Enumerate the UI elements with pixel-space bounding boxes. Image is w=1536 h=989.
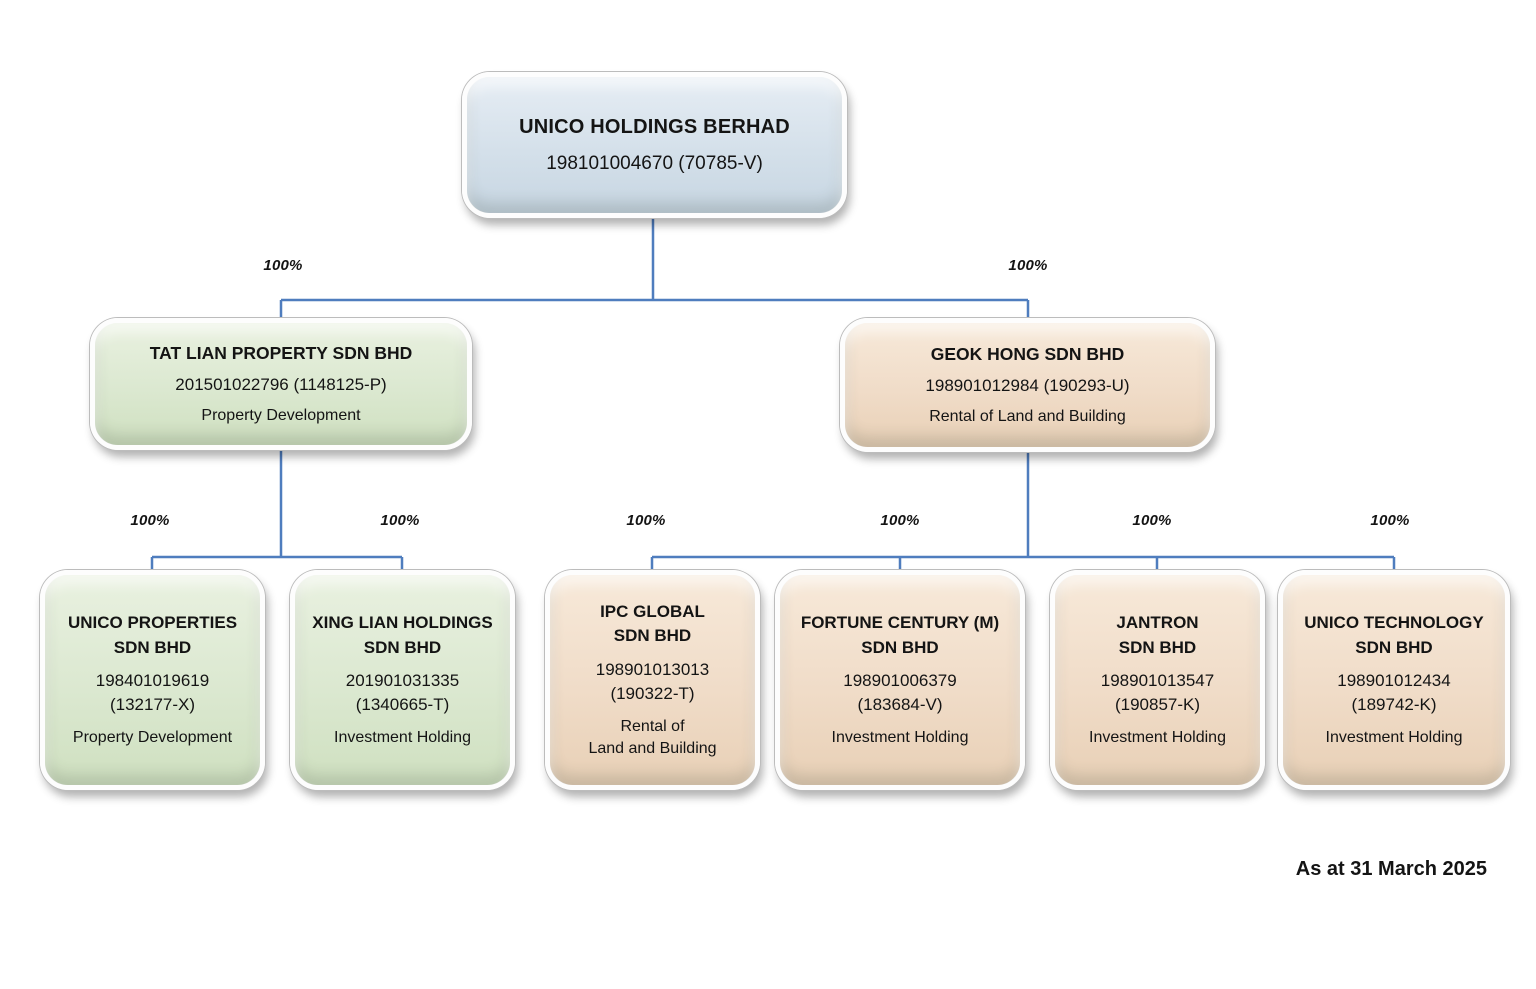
ownership-label-unico-properties: 100% — [130, 512, 170, 529]
company-name: UNICO PROPERTIES SDN BHD — [67, 612, 238, 657]
company-activity: Rental of Land and Building — [929, 407, 1126, 425]
org-node-unico-properties: UNICO PROPERTIES SDN BHD 198401019619 (1… — [40, 570, 265, 790]
org-node-ipc-global: IPC GLOBAL SDN BHD 198901013013 (190322-… — [545, 570, 760, 790]
company-activity: Property Development — [201, 406, 361, 424]
company-registration-number: 198101004670 (70785-V) — [546, 152, 763, 174]
company-registration-number: 198901012984 (190293-U) — [925, 376, 1130, 396]
company-name: UNICO HOLDINGS BERHAD — [519, 115, 790, 138]
company-activity: Investment Holding — [1325, 728, 1463, 746]
company-registration-number: 201501022796 (1148125-P) — [175, 375, 387, 395]
company-registration-number: 198901013547 (190857-K) — [1100, 671, 1215, 714]
org-node-fortune-century: FORTUNE CENTURY (M) SDN BHD 198901006379… — [775, 570, 1025, 790]
org-node-xing-lian-holdings: XING LIAN HOLDINGS SDN BHD 201901031335 … — [290, 570, 515, 790]
ownership-label-jantron: 100% — [1132, 512, 1172, 529]
ownership-label-unico-technology: 100% — [1370, 512, 1410, 529]
company-name: TAT LIAN PROPERTY SDN BHD — [149, 342, 413, 363]
company-activity: Rental of Land and Building — [588, 717, 717, 757]
org-node-tat-lian-property: TAT LIAN PROPERTY SDN BHD 201501022796 (… — [90, 318, 472, 450]
company-name: UNICO TECHNOLOGY SDN BHD — [1304, 612, 1484, 657]
company-registration-number: 198401019619 (132177-X) — [95, 671, 210, 714]
as-at-date-label: As at 31 March 2025 — [1295, 858, 1487, 880]
ownership-label-fortune-century: 100% — [880, 512, 920, 529]
company-registration-number: 198901013013 (190322-T) — [595, 659, 710, 703]
gloss-overlay — [467, 77, 842, 213]
company-name: GEOK HONG SDN BHD — [930, 343, 1125, 364]
company-activity: Investment Holding — [831, 728, 969, 746]
company-registration-number: 198901006379 (183684-V) — [843, 671, 957, 714]
company-name: JANTRON SDN BHD — [1116, 612, 1199, 657]
company-name: FORTUNE CENTURY (M) SDN BHD — [800, 612, 1000, 657]
company-registration-number: 198901012434 (189742-K) — [1337, 671, 1451, 714]
ownership-label-ipc-global: 100% — [626, 512, 666, 529]
company-name: IPC GLOBAL SDN BHD — [600, 601, 705, 646]
company-activity: Property Development — [72, 728, 233, 746]
org-node-geok-hong: GEOK HONG SDN BHD 198901012984 (190293-U… — [840, 318, 1215, 452]
company-activity: Investment Holding — [334, 728, 471, 746]
company-activity: Investment Holding — [1089, 728, 1226, 746]
org-node-unico-technology: UNICO TECHNOLOGY SDN BHD 198901012434 (1… — [1278, 570, 1510, 790]
org-node-unico-holdings-berhad: UNICO HOLDINGS BERHAD 198101004670 (7078… — [462, 72, 847, 218]
company-registration-number: 201901031335 (1340665-T) — [345, 671, 460, 714]
ownership-label-xing-lian: 100% — [380, 512, 420, 529]
company-name: XING LIAN HOLDINGS SDN BHD — [312, 612, 493, 657]
ownership-label-geok-hong: 100% — [1008, 257, 1048, 274]
ownership-label-tat-lian: 100% — [263, 257, 303, 274]
org-node-jantron: JANTRON SDN BHD 198901013547 (190857-K) … — [1050, 570, 1265, 790]
